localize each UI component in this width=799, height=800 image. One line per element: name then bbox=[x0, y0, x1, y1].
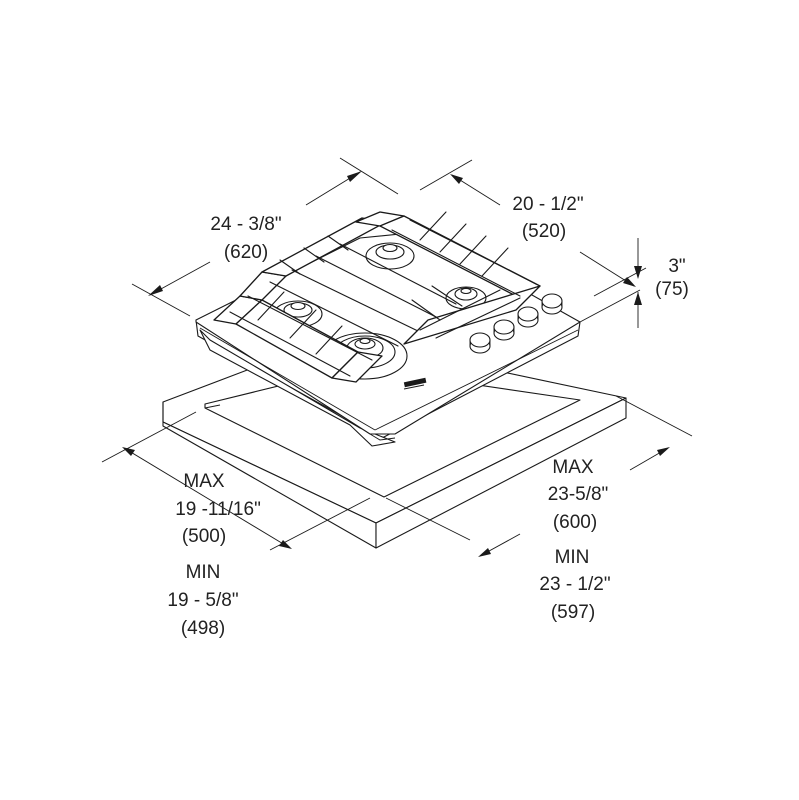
knob-3 bbox=[517, 306, 539, 328]
width-dim-in: 24 - 3/8" bbox=[210, 214, 281, 235]
knob-2 bbox=[493, 319, 515, 341]
cutout-width-min-mm: (597) bbox=[551, 602, 595, 623]
cutout-depth-min-mm: (498) bbox=[181, 618, 225, 639]
cutout-width-min-in: 23 - 1/2" bbox=[539, 574, 610, 595]
height-dim-in: 3" bbox=[668, 256, 685, 277]
dimension-height bbox=[579, 238, 642, 328]
width-dim-mm: (620) bbox=[224, 242, 268, 263]
knob-4 bbox=[541, 293, 563, 315]
cutout-width-max-in: 23-5/8" bbox=[548, 484, 609, 505]
depth-dim-in: 20 - 1/2" bbox=[512, 194, 583, 215]
cutout-width-max-mm: (600) bbox=[553, 512, 597, 533]
dimension-cutout-width bbox=[385, 395, 693, 557]
cutout-width-max-label: MAX bbox=[552, 457, 594, 478]
depth-dim-mm: (520) bbox=[522, 221, 566, 242]
cutout-depth-max-label: MAX bbox=[183, 471, 225, 492]
cutout-depth-max-mm: (500) bbox=[182, 526, 226, 547]
cooktop bbox=[195, 211, 581, 447]
cutout-depth-max-in: 19 -11/16" bbox=[175, 499, 261, 520]
cutout-width-min-label: MIN bbox=[555, 547, 590, 568]
knob-1 bbox=[469, 332, 491, 354]
brand-logo bbox=[403, 377, 427, 390]
dimension-depth bbox=[419, 159, 647, 297]
dimension-cutout-depth bbox=[101, 411, 371, 551]
cutout-depth-min-in: 19 - 5/8" bbox=[167, 590, 238, 611]
grate-right bbox=[355, 211, 541, 345]
height-dim-mm: (75) bbox=[655, 279, 689, 300]
dimension-width bbox=[131, 157, 399, 317]
grate-left bbox=[213, 217, 457, 383]
control-knobs bbox=[469, 293, 563, 354]
cutout-depth-min-label: MIN bbox=[186, 562, 221, 583]
burner-rear-right bbox=[365, 242, 415, 270]
